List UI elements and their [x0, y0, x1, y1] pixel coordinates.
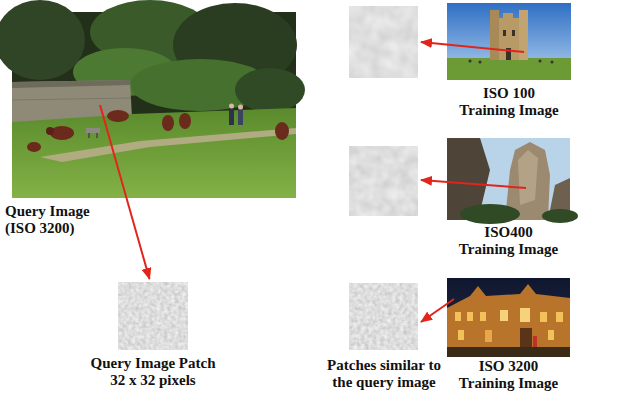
- svg-ellipse: [27, 142, 41, 152]
- night-building-photo: [447, 278, 570, 357]
- svg-rect: [540, 312, 547, 322]
- svg-ellipse: [162, 115, 174, 131]
- svg-rect: [96, 133, 98, 138]
- noise-patch: [118, 282, 188, 350]
- svg-ellipse: [46, 127, 54, 135]
- svg-polygon: [12, 80, 132, 124]
- noise-patch: [349, 6, 418, 78]
- svg-rect: [229, 108, 234, 125]
- svg-rect: [533, 336, 537, 347]
- svg-rect: [495, 18, 523, 60]
- svg-rect: [520, 328, 532, 347]
- svg-rect: [480, 312, 486, 321]
- svg-ellipse: [235, 68, 305, 112]
- svg-circle: [229, 104, 234, 109]
- note-label: Patches similar to the query image: [322, 357, 446, 392]
- training-image: ISO400 Training Image: [447, 138, 570, 220]
- training-image: ISO 3200 Training Image: [447, 278, 570, 357]
- svg-ellipse: [107, 110, 129, 122]
- svg-polygon: [447, 284, 570, 347]
- svg-ellipse: [275, 122, 289, 140]
- noise-patch: [349, 283, 418, 350]
- svg-polygon: [40, 128, 296, 162]
- svg-circle: [469, 60, 472, 63]
- query-photo: [0, 0, 305, 198]
- svg-line: [12, 98, 131, 100]
- caption-text: Query Image (ISO 3200): [5, 203, 105, 238]
- caption-text: Query Image Patch 32 x 32 pixels: [86, 355, 220, 390]
- svg-rect: [467, 312, 473, 321]
- svg-circle: [551, 61, 554, 64]
- svg-rect: [447, 278, 570, 357]
- svg-rect: [512, 30, 515, 36]
- svg-ellipse: [460, 204, 520, 224]
- svg-rect: [458, 330, 464, 340]
- castle-photo: [447, 3, 571, 80]
- svg-rect: [238, 109, 243, 125]
- svg-rect: [503, 30, 506, 36]
- svg-rect: [485, 330, 492, 342]
- pointer-line: [100, 105, 126, 198]
- svg-rect: [447, 347, 570, 357]
- svg-ellipse: [542, 209, 578, 223]
- caption-text: ISO400 Training Image: [456, 224, 562, 259]
- caption-text: ISO 100 Training Image: [456, 85, 562, 120]
- svg-rect: [86, 128, 100, 133]
- svg-ellipse: [0, 0, 85, 80]
- svg-rect: [455, 312, 461, 321]
- svg-ellipse: [179, 113, 191, 129]
- svg-circle: [479, 61, 482, 64]
- svg-polygon: [518, 150, 538, 205]
- caption-text: ISO 3200 Training Image: [456, 358, 562, 393]
- svg-rect: [556, 312, 563, 322]
- svg-rect: [503, 13, 513, 23]
- svg-rect: [548, 330, 554, 340]
- svg-polygon: [12, 108, 296, 198]
- svg-ellipse: [50, 126, 74, 140]
- svg-rect: [500, 310, 508, 321]
- svg-rect: [447, 58, 571, 80]
- leader-arrow: [421, 42, 524, 52]
- arrow-connector: [126, 198, 149, 279]
- svg-circle: [539, 60, 542, 63]
- rocks-photo: [447, 138, 578, 224]
- svg-circle: [238, 105, 243, 110]
- training-image: ISO 100 Training Image: [447, 3, 571, 80]
- leader-arrow: [421, 299, 454, 322]
- svg-rect: [490, 10, 499, 60]
- query-patch: Query Image Patch 32 x 32 pixels: [118, 282, 188, 350]
- query-image: Query Image (ISO 3200): [12, 12, 296, 198]
- noise-patch: [349, 146, 418, 216]
- svg-rect: [520, 308, 530, 322]
- svg-polygon: [12, 80, 130, 88]
- leader-arrow: [421, 180, 526, 188]
- svg-rect: [447, 3, 571, 80]
- svg-rect: [88, 133, 90, 138]
